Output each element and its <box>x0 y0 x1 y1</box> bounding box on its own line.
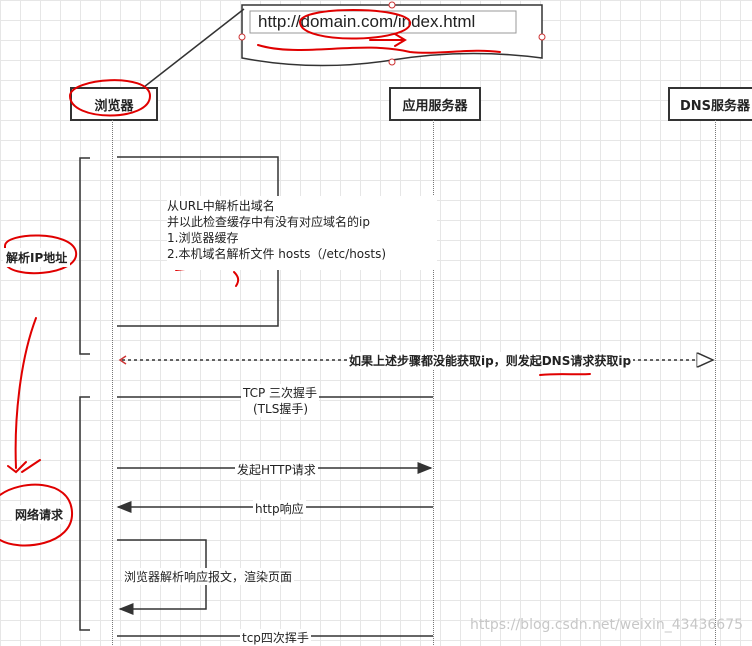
note-line-1: 从URL中解析出域名 <box>167 199 275 213</box>
phase-network-request-label: 网络请求 <box>12 505 67 524</box>
bracket-resolve-ip <box>79 157 90 355</box>
note-line-4: 2.本机域名解析文件 hosts（/etc/hosts) <box>167 247 387 261</box>
lifeline-app-server <box>433 120 434 645</box>
bracket-network-request <box>79 396 90 631</box>
lifeline-dns-server <box>715 120 716 645</box>
participant-dns-server: DNS服务器 <box>668 87 752 121</box>
http-request-label: 发起HTTP请求 <box>235 461 318 478</box>
url-text: http://domain.com/index.html <box>258 12 476 31</box>
note-line-2: 并以此检查缓存中有没有对应域名的ip <box>167 215 370 229</box>
note-line-3: 1.浏览器缓存 <box>167 231 239 245</box>
http-response-label: http响应 <box>253 500 306 517</box>
tls-handshake-label: (TLS握手) <box>251 400 310 417</box>
lifeline-browser <box>112 120 113 645</box>
url-connector-line <box>143 8 245 88</box>
tcp-close-label: tcp四次挥手 <box>240 629 311 646</box>
resolve-note: 从URL中解析出域名 并以此检查缓存中有没有对应域名的ip 1.浏览器缓存 2.… <box>167 196 437 270</box>
participant-app-server-label: 应用服务器 <box>402 98 468 114</box>
participant-browser: 浏览器 <box>70 87 158 121</box>
watermark-text: https://blog.csdn.net/weixin_43436675 <box>470 617 744 633</box>
tcp-handshake-label: TCP 三次握手 <box>241 384 320 401</box>
participant-browser-label: 浏览器 <box>94 98 134 114</box>
participant-dns-server-label: DNS服务器 <box>679 98 751 114</box>
render-label: 浏览器解析响应报文，渲染页面 <box>122 568 295 585</box>
participant-app-server: 应用服务器 <box>389 87 481 121</box>
dns-request-label: 如果上述步骤都没能获取ip，则发起DNS请求获取ip <box>347 352 634 369</box>
phase-resolve-ip-label: 解析IP地址 <box>3 248 71 267</box>
